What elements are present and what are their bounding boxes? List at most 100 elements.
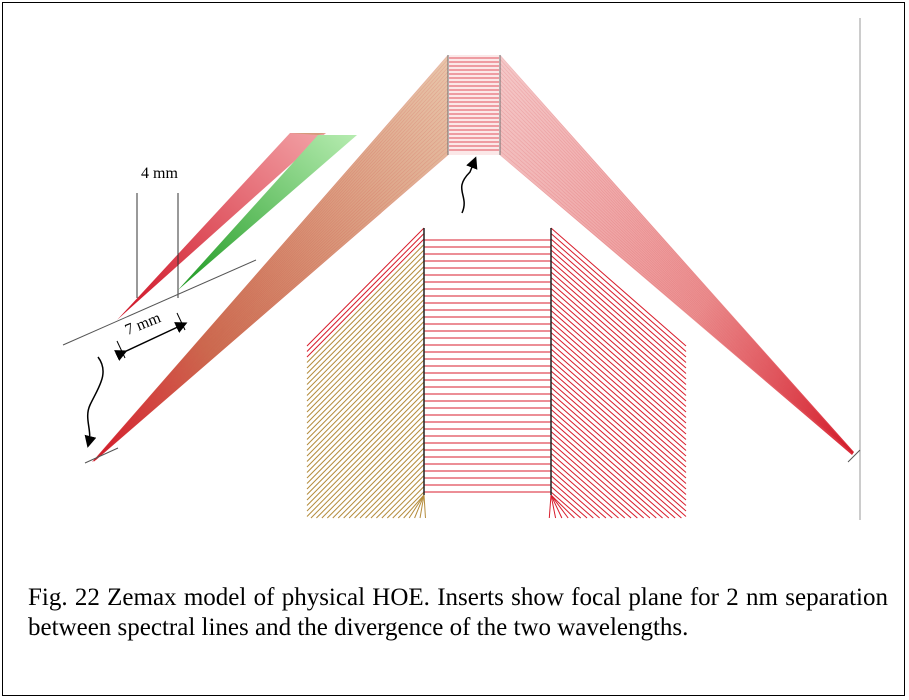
insert-left-line [306, 227, 425, 347]
insert-left-line [306, 392, 425, 512]
insert-left-line [306, 304, 425, 424]
left-beam-ray [93, 75, 449, 462]
insert-left-line [403, 494, 425, 519]
curved-arrow-left [84, 356, 104, 448]
left-beam-ray [93, 83, 449, 462]
insert-left-line [326, 420, 425, 519]
insert-right-line [550, 447, 632, 519]
insert-left-line [306, 299, 425, 418]
insert-left-line [408, 494, 425, 519]
insert-left-line [306, 354, 425, 473]
right-beam-ray [499, 154, 854, 454]
insert-right-line [550, 299, 687, 418]
insert-right-line [550, 425, 657, 519]
insert-left-line [306, 271, 425, 391]
left-beam-ray [93, 104, 449, 462]
insert-right-line [550, 359, 687, 479]
insert-left-line [306, 381, 425, 501]
right-beam-ray [499, 92, 854, 454]
right-beam-ray [499, 113, 854, 454]
insert-left-line [386, 480, 425, 519]
insert-right-line [550, 277, 687, 396]
left-beam-ray [93, 117, 449, 462]
left-beam-hatch [93, 54, 449, 462]
insert-left-line [306, 255, 425, 374]
left-beam-ray [93, 121, 449, 462]
hoe-top-block-lines [449, 57, 499, 151]
insert-left-line [370, 464, 425, 519]
right-beam-ray [499, 125, 854, 454]
insert-right-line [550, 238, 687, 358]
insert-right-line [550, 469, 607, 519]
insert-left-line [306, 288, 425, 407]
insert-right-line [550, 494, 569, 519]
right-beam-ray [499, 133, 854, 454]
insert-right-line [550, 370, 687, 490]
insert-left-line [306, 370, 425, 490]
right-beam-ray [499, 83, 854, 454]
insert-right-line [550, 458, 619, 519]
insert-left-wing-lines [306, 227, 426, 519]
curved-arrow-top [460, 156, 478, 214]
left-beam-ray [93, 142, 449, 462]
label-4mm: 4 mm [141, 165, 178, 182]
insert-right-line [550, 354, 687, 473]
right-beam-ray [499, 67, 854, 454]
right-beam-hatch [499, 54, 854, 454]
left-beam-ray [93, 88, 449, 462]
left-beam-ray [93, 96, 449, 462]
insert-right-line [550, 343, 687, 462]
left-beam-ray [93, 113, 449, 462]
insert-right-line [550, 293, 687, 413]
insert-left-line [306, 343, 425, 462]
insert-left-line [306, 359, 425, 479]
left-beam-ray [93, 71, 449, 462]
insert-right-line [550, 332, 687, 451]
right-beam-ray [499, 54, 854, 454]
left-beam-ray [93, 125, 449, 462]
insert-right-line [550, 233, 687, 352]
insert-left-line [332, 425, 425, 519]
insert-left-line [306, 293, 425, 413]
left-beam-ray [93, 54, 449, 462]
insert-left-line [310, 403, 425, 519]
insert-left-line [306, 376, 425, 495]
right-beam-ray [499, 146, 854, 454]
insert-left-line [306, 337, 425, 457]
insert-right-line [550, 326, 687, 446]
insert-right-line [550, 282, 687, 402]
insert-right-line [550, 321, 687, 440]
insert-left-line [306, 332, 425, 451]
left-beam-ray [93, 150, 449, 462]
insert-right-line [550, 392, 687, 512]
insert-left-line [359, 453, 425, 519]
insert-right-line [550, 409, 676, 519]
insert-right-line [550, 480, 594, 519]
left-beam-ray [93, 67, 449, 462]
insert-left-line [306, 266, 425, 385]
right-beam-ray [499, 129, 854, 454]
insert-right-line [550, 266, 687, 385]
right-beam-ray [499, 142, 854, 454]
insert-left-line [354, 447, 425, 519]
label-7mm: 7 mm [123, 309, 164, 339]
insert-right-line [550, 271, 687, 391]
insert-right-wing-lines [548, 227, 687, 519]
left-beam-ray [93, 108, 449, 462]
left-beam-ray [93, 146, 449, 462]
insert-left-line [397, 491, 425, 519]
insert-left-line [306, 244, 425, 363]
left-beam-ray [93, 129, 449, 462]
left-beam-ray [93, 79, 449, 462]
insert-right-line [550, 244, 687, 363]
insert-right-line [550, 348, 687, 468]
insert-right-line [550, 381, 687, 501]
insert-left-line [414, 494, 425, 519]
insert-left-line [306, 260, 425, 380]
insert-right-line [550, 249, 687, 369]
insert-left-line [381, 475, 425, 519]
right-beam-ray [499, 88, 854, 454]
insert-right-line [550, 304, 687, 424]
insert-right-line [550, 365, 687, 484]
left-beam-ray [93, 58, 449, 462]
